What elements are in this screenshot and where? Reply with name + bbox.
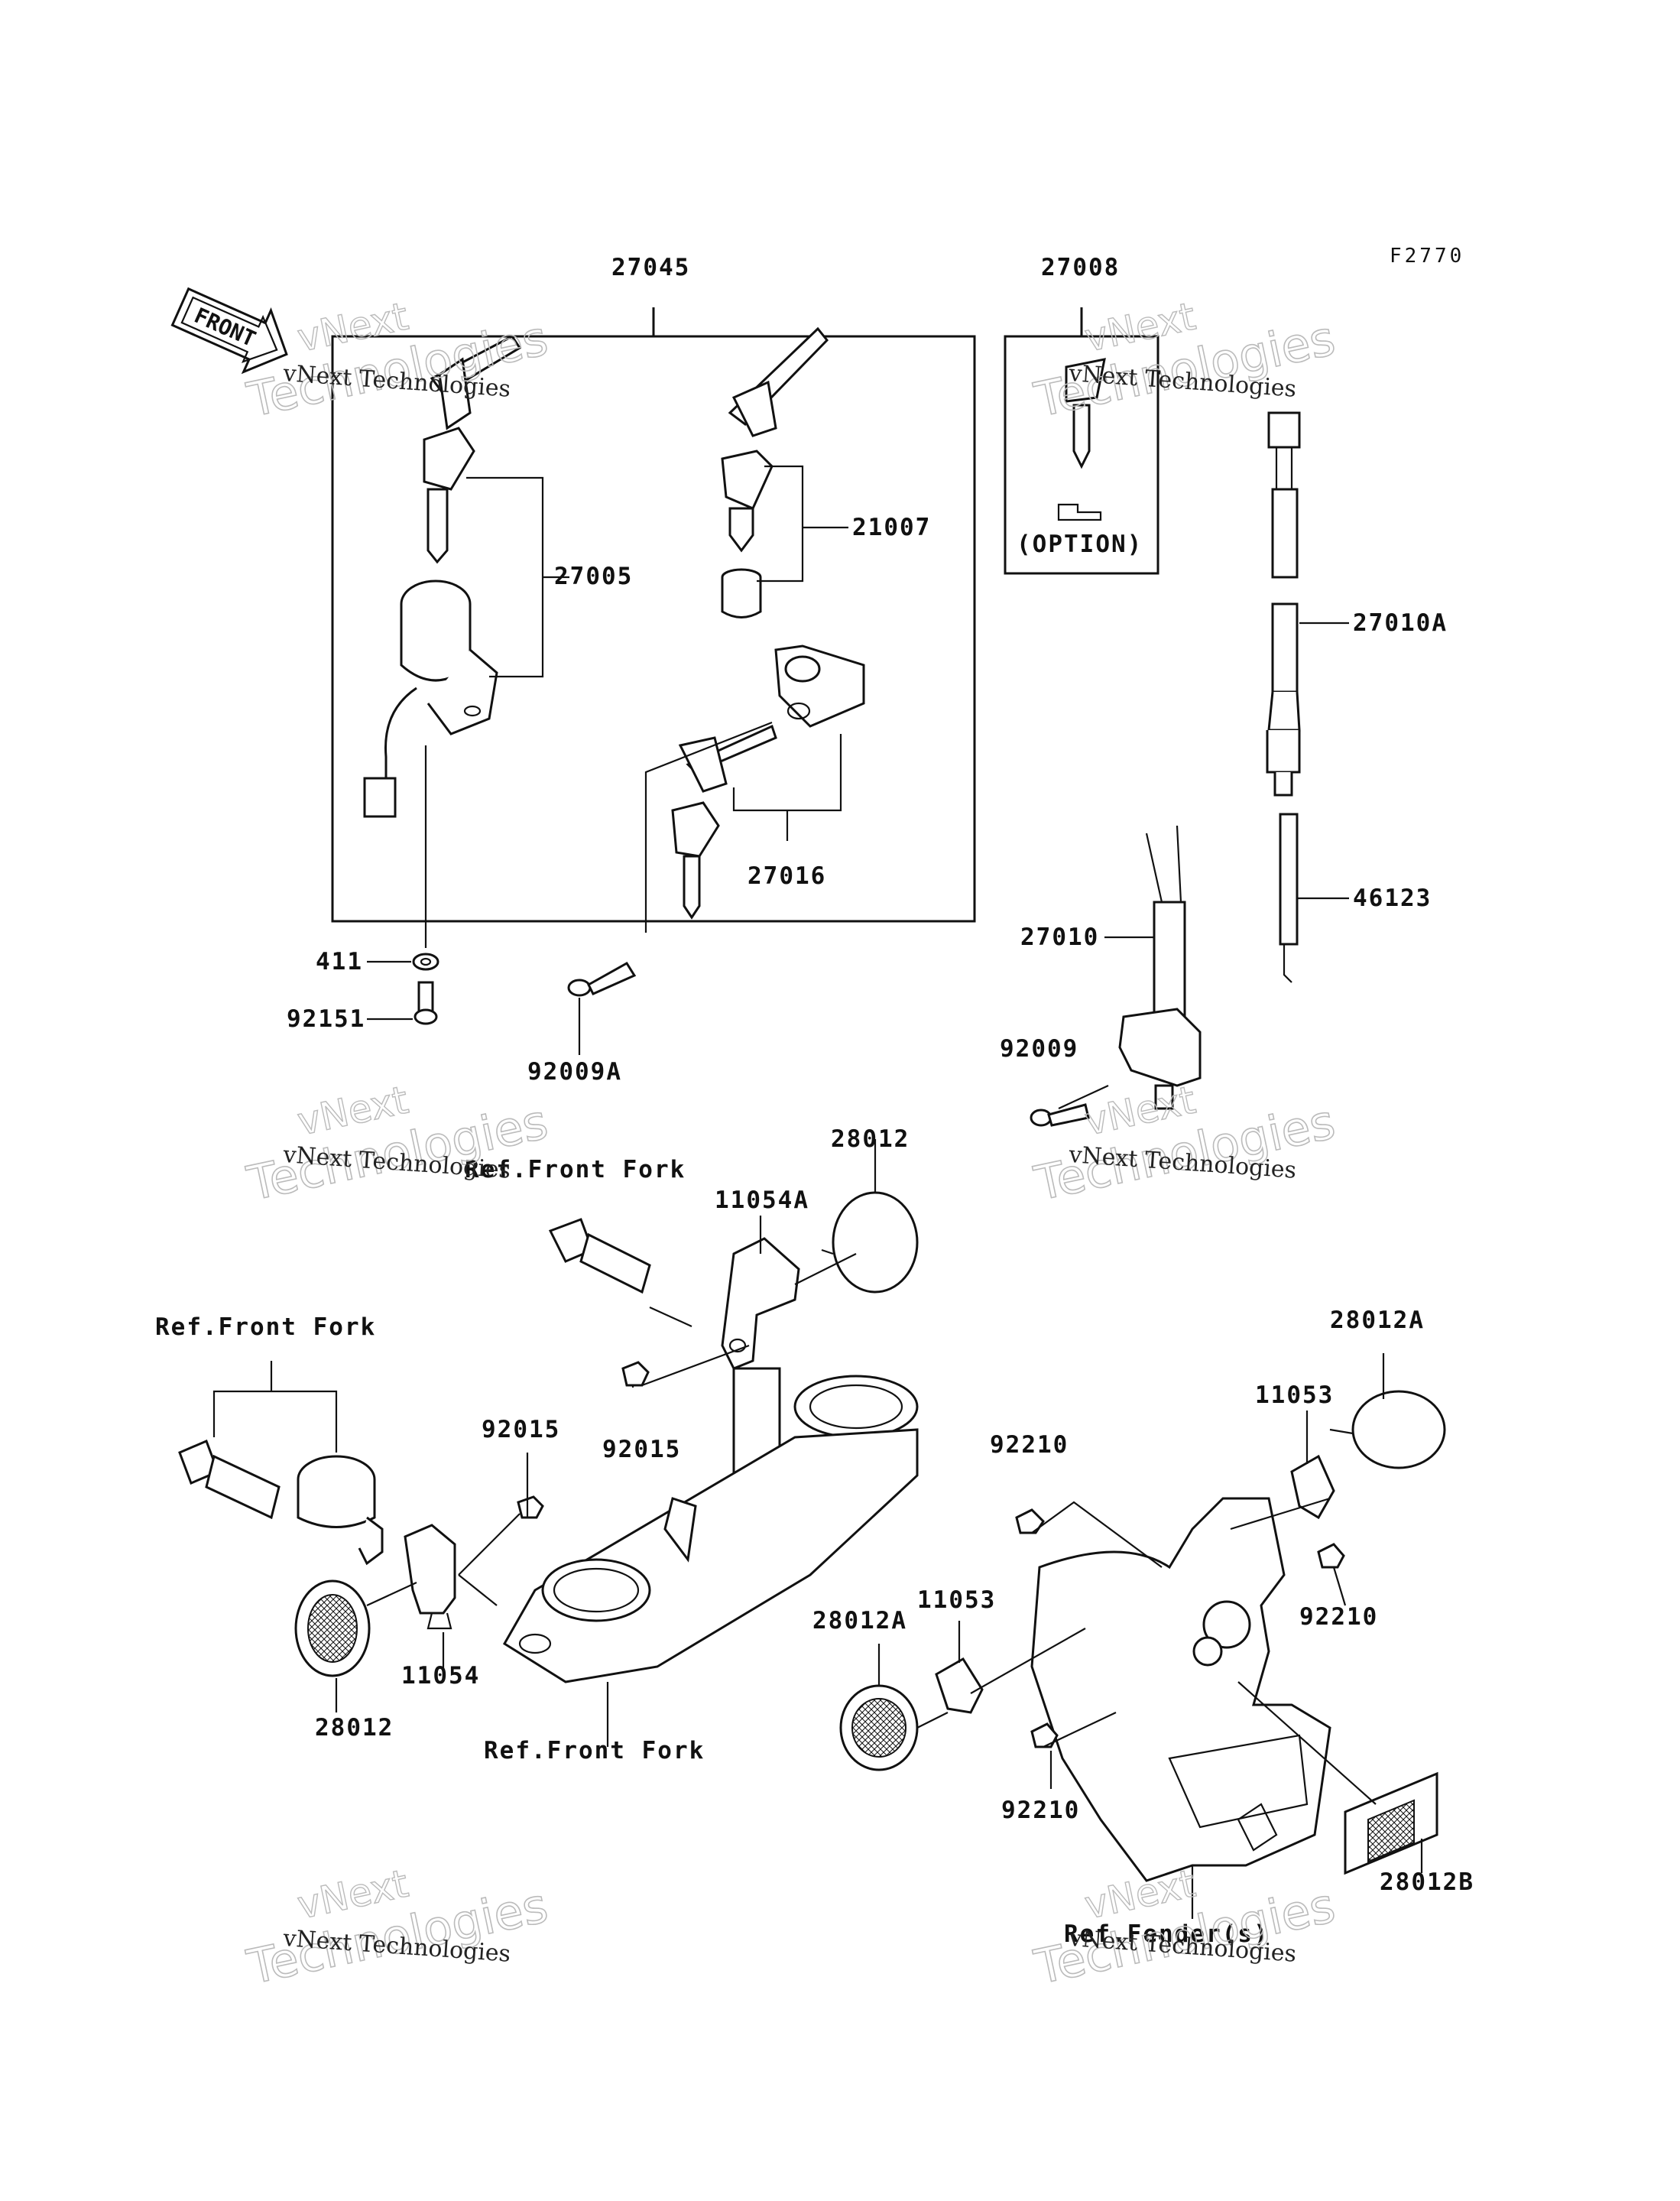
watermark-3: vNext Technologies (242, 1077, 553, 1212)
key-set-21007 (721, 326, 829, 618)
nut-92015-mid (621, 1361, 650, 1387)
nut-92015-left (517, 1495, 544, 1519)
bracket-11053-mid (935, 1657, 984, 1714)
label-11054A: 11054A (715, 1187, 809, 1214)
label-11053-mid: 11053 (917, 1586, 996, 1614)
bracket-11054 (404, 1524, 456, 1630)
rear-fender (1030, 1497, 1331, 1882)
label-11054: 11054 (401, 1662, 480, 1690)
label-46123: 46123 (1353, 885, 1432, 912)
washer-411 (412, 953, 439, 971)
nut-92210-top (1015, 1508, 1045, 1534)
bolt-ref-front-fork-top (548, 1218, 651, 1294)
fork-bracket (502, 1367, 919, 1683)
label-27008: 27008 (1041, 254, 1120, 281)
label-28012B: 28012B (1380, 1868, 1474, 1896)
label-27045: 27045 (611, 254, 690, 281)
bracket-11054A (721, 1237, 800, 1370)
screw-92009A (567, 961, 637, 997)
key-27008 (1057, 358, 1106, 521)
label-ref-front-fork-bottom: Ref.Front Fork (484, 1737, 705, 1764)
reflector-28012A-mid (839, 1684, 919, 1771)
label-92210-bottom: 92210 (1001, 1797, 1080, 1824)
bolt-ref-front-fork-left (178, 1440, 384, 1566)
label-92009A: 92009A (527, 1058, 622, 1086)
label-28012A-right: 28012A (1330, 1307, 1425, 1334)
key-set-27016 (671, 644, 865, 920)
screw-92009 (1030, 1103, 1090, 1127)
watermark-5: vNext Technologies (242, 1861, 553, 1996)
label-27010: 27010 (1020, 924, 1099, 951)
label-28012A-mid: 28012A (812, 1607, 907, 1635)
switch-27010 (1118, 825, 1202, 1110)
label-28012-top: 28012 (831, 1125, 910, 1153)
reflector-28012-top (821, 1191, 919, 1294)
label-92210-top: 92210 (990, 1431, 1069, 1459)
nut-92210-right (1317, 1543, 1345, 1569)
label-411: 411 (316, 948, 363, 976)
key-set-27005 (363, 335, 522, 818)
label-27010A: 27010A (1353, 609, 1448, 637)
label-option: (OPTION) (1017, 531, 1143, 558)
box-27045 (331, 307, 976, 923)
label-ref-front-fork-left: Ref.Front Fork (155, 1313, 376, 1341)
label-21007: 21007 (852, 514, 931, 541)
label-ref-front-fork-top: Ref.Front Fork (465, 1156, 686, 1183)
label-28012-left: 28012 (315, 1714, 394, 1742)
label-ref-fender: Ref.Fender(s) (1064, 1920, 1270, 1948)
bolt-92151 (414, 981, 438, 1025)
reflector-28012A-right (1329, 1390, 1446, 1469)
label-92210-right: 92210 (1299, 1603, 1378, 1631)
reflector-28012B (1344, 1771, 1438, 1875)
label-11053-right: 11053 (1255, 1381, 1334, 1409)
leader-lines (212, 465, 1423, 1919)
bracket-11053-right (1290, 1454, 1335, 1520)
label-27005: 27005 (554, 563, 633, 590)
label-92151: 92151 (287, 1005, 365, 1033)
label-92009: 92009 (1000, 1035, 1078, 1063)
reflector-28012-left (294, 1579, 371, 1677)
switch-27010A (1266, 411, 1301, 797)
label-92015-mid: 92015 (602, 1436, 681, 1463)
label-92015-left: 92015 (482, 1416, 560, 1443)
label-27016: 27016 (748, 862, 826, 890)
spring-46123 (1279, 813, 1299, 983)
figure-code: F2770 (1390, 245, 1464, 268)
watermark-2: vNext Technologies (1029, 294, 1340, 429)
